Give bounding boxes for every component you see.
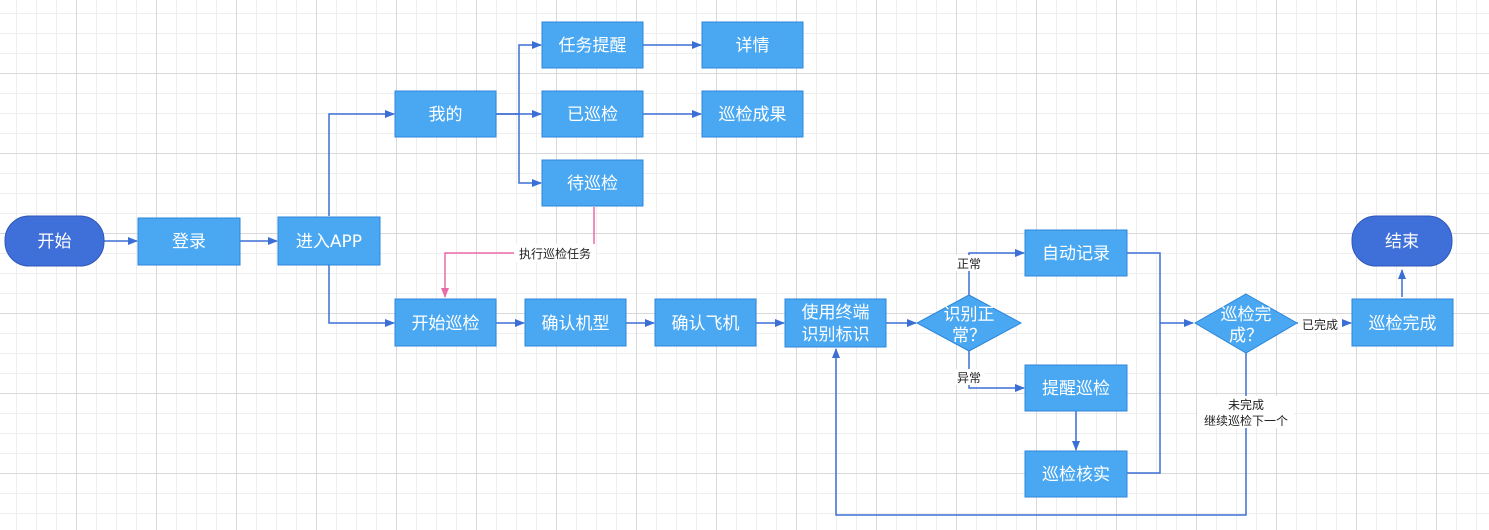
edges [104, 41, 1406, 516]
edge-label-bg [1198, 396, 1294, 428]
nodes: 开始 登录 进入APP 我的 任务提醒 详情 已巡检 巡检成果 [4, 21, 1454, 498]
process-shape [654, 298, 757, 347]
node-label: 识别正 [944, 305, 995, 325]
node-detail[interactable]: 详情 [701, 21, 804, 69]
process-shape [1024, 364, 1128, 412]
decision-shape [915, 294, 1023, 352]
node-use-terminal[interactable]: 使用终端 识别标识 [784, 298, 887, 348]
edge-identify-remind [968, 351, 1025, 392]
process-shape [1024, 450, 1128, 498]
node-label: 开始 [38, 232, 72, 252]
decision-shape [1194, 293, 1298, 354]
edge-label-completed: 已完成 [1302, 317, 1338, 332]
edge-label-continue-next: 继续巡检下一个 [1204, 413, 1288, 428]
node-patrol-done-decision[interactable]: 巡检完 成？ [1194, 293, 1298, 354]
process-shape [701, 90, 804, 138]
terminal-shape [1351, 215, 1453, 267]
node-label: 我的 [429, 105, 463, 125]
process-shape [1024, 229, 1128, 277]
node-label: 待巡检 [567, 174, 618, 194]
node-to-patrol[interactable]: 待巡检 [541, 159, 644, 207]
edge-auto-record-merge [1127, 252, 1161, 323]
node-label: 开始巡检 [412, 314, 480, 334]
process-shape [701, 21, 804, 69]
node-patrol-result[interactable]: 巡检成果 [701, 90, 804, 138]
edge-mine-task-remind [496, 41, 542, 115]
node-label: 常？ [952, 326, 986, 346]
node-label: 结束 [1385, 232, 1419, 252]
process-shape [137, 217, 241, 266]
node-label: 进入APP [296, 232, 362, 252]
edge-label-abnormal: 异常 [957, 371, 981, 385]
node-login[interactable]: 登录 [137, 217, 241, 266]
edge-label-bg [953, 255, 985, 271]
node-enter-app[interactable]: 进入APP [277, 216, 381, 266]
node-label: 登录 [172, 232, 206, 252]
node-label: 已巡检 [567, 105, 618, 125]
edge-enter-app-mine [328, 110, 395, 216]
process-shape [1351, 298, 1454, 347]
node-label: 巡检完成 [1369, 314, 1437, 334]
process-shape [394, 90, 497, 138]
node-identify-normal-decision[interactable]: 识别正 常？ [915, 294, 1023, 352]
node-label: 任务提醒 [559, 36, 627, 56]
edge-mine-to-patrol [518, 114, 542, 187]
node-label: 使用终端 [802, 302, 870, 323]
edge-label-not-completed: 未完成 [1228, 397, 1264, 412]
node-label: 确认机型 [542, 314, 610, 334]
node-confirm-aircraft[interactable]: 确认飞机 [654, 298, 757, 347]
node-mine[interactable]: 我的 [394, 90, 497, 138]
process-shape [524, 298, 627, 347]
edge-label-bg [1298, 316, 1342, 332]
node-auto-record[interactable]: 自动记录 [1024, 229, 1128, 277]
node-label: 确认飞机 [672, 314, 740, 334]
node-label: 自动记录 [1042, 244, 1110, 264]
node-label: 巡检完 [1221, 305, 1272, 325]
edge-labels: 执行巡检任务 正常 异常 已完成 未完成 继续巡检下一个 [514, 244, 1342, 428]
edge-verify-merge [1127, 323, 1161, 474]
edge-label-bg [953, 369, 985, 385]
node-patrolled[interactable]: 已巡检 [541, 90, 644, 138]
process-shape [541, 90, 644, 138]
node-remind-patrol[interactable]: 提醒巡检 [1024, 364, 1128, 412]
node-label: 巡检核实 [1042, 465, 1110, 485]
node-task-remind[interactable]: 任务提醒 [541, 21, 644, 69]
edge-identify-auto-record [968, 249, 1025, 295]
process-shape [784, 298, 887, 348]
node-label: 提醒巡检 [1042, 379, 1110, 399]
node-start[interactable]: 开始 [4, 215, 105, 267]
edge-enter-app-start-patrol [328, 265, 395, 327]
node-label: 识别标识 [802, 325, 870, 345]
process-shape [541, 21, 644, 69]
node-start-patrol[interactable]: 开始巡检 [394, 298, 497, 347]
node-label: 巡检成果 [719, 105, 787, 125]
edge-label-normal: 正常 [957, 257, 981, 271]
terminal-shape [4, 215, 105, 267]
node-patrol-complete[interactable]: 巡检完成 [1351, 298, 1454, 347]
node-patrol-verify[interactable]: 巡检核实 [1024, 450, 1128, 498]
process-shape [394, 298, 497, 347]
process-shape [541, 159, 644, 207]
edge-not-done-loop [832, 348, 1247, 516]
node-label: 成？ [1229, 326, 1263, 346]
edge-label-bg [514, 244, 596, 262]
node-end[interactable]: 结束 [1351, 215, 1453, 267]
node-confirm-model[interactable]: 确认机型 [524, 298, 627, 347]
node-label: 详情 [736, 36, 770, 56]
edge-label-execute-task: 执行巡检任务 [519, 246, 591, 261]
process-shape [277, 216, 381, 266]
